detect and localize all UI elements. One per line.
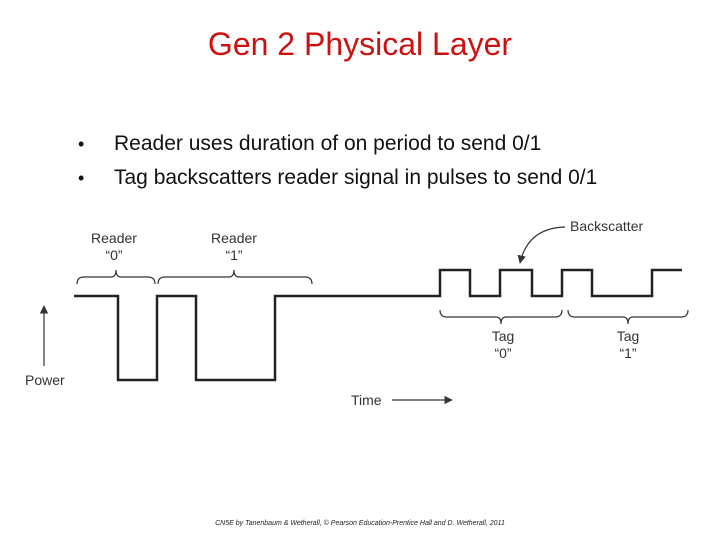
reader-1-brace [157,269,313,285]
power-waveform [74,268,682,382]
tag-0-label-line1: Tag [492,328,515,344]
slide-footer: CN5E by Tanenbaum & Wetherall, © Pearson… [215,520,505,527]
tag-1-label-line2: “1” [619,345,636,361]
tag-0-label-line2: “0” [494,345,511,361]
backscatter-arrow [517,226,566,264]
reader-0-label-line2: “0” [105,247,122,263]
backscatter-label: Backscatter [570,218,643,234]
reader-0-brace [76,269,156,285]
bullet-dot: • [78,168,85,188]
time-label: Time [351,392,382,408]
tag-1-brace [567,309,689,325]
bullet-text: Reader uses duration of on period to sen… [114,132,542,155]
bullet-dot: • [78,134,85,154]
bullet-list: • Reader uses duration of on period to s… [78,132,708,200]
reader-1-label-line2: “1” [225,247,242,263]
tag-1-label-line1: Tag [617,328,640,344]
reader-1-label-line1: Reader [211,230,257,246]
bullet-item: • Reader uses duration of on period to s… [78,132,708,166]
slide-title: Gen 2 Physical Layer [207,26,513,62]
reader-0-label-line1: Reader [91,230,137,246]
power-label: Power [25,372,65,388]
bullet-text: Tag backscatters reader signal in pulses… [114,166,598,189]
tag-0-brace [439,309,563,325]
bullet-item: • Tag backscatters reader signal in puls… [78,166,708,200]
